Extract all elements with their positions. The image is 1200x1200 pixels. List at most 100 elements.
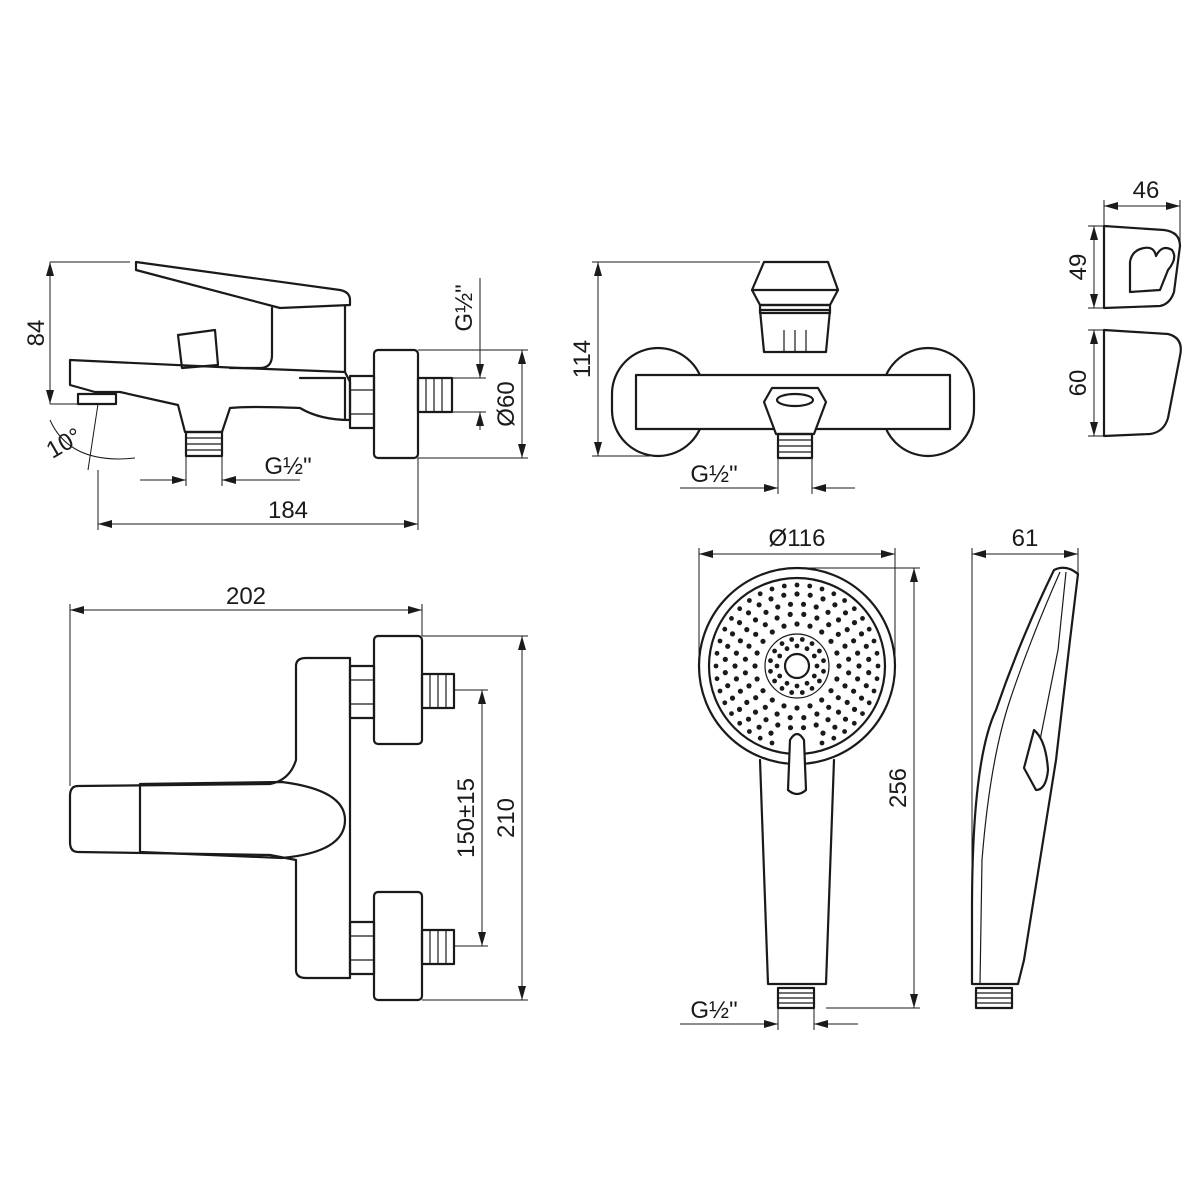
nozzle-dot (794, 591, 800, 597)
side-length-label: 184 (268, 497, 308, 524)
nozzle-dot (819, 629, 825, 635)
nozzle-dot (866, 670, 872, 676)
mixer-side-view (46, 260, 528, 530)
nozzle-dot (799, 637, 805, 642)
nozzle-dot (835, 617, 842, 623)
front-thread-label: G½" (690, 461, 737, 488)
nozzle-dot (762, 704, 768, 710)
nozzle-dot (742, 656, 749, 662)
nozzle-dot (775, 604, 781, 610)
nozzle-dot (819, 697, 825, 703)
nozzle-dot (866, 656, 872, 663)
nozzle-dot (855, 676, 861, 682)
nozzle-dot (855, 650, 861, 656)
nozzle-dot (752, 663, 758, 669)
nozzle-dot (736, 706, 743, 713)
nozzle-dot (722, 626, 728, 632)
nozzle-dot (787, 725, 794, 731)
nozzle-dot (842, 643, 848, 649)
nozzle-dot (722, 656, 728, 663)
nozzle-dot (807, 592, 813, 598)
nozzle-dot (807, 623, 813, 629)
holder-side-height-label: 60 (1065, 370, 1092, 397)
holder-width-label: 46 (1133, 177, 1160, 204)
nozzle-dot (860, 616, 865, 621)
nozzle-dot (784, 680, 790, 686)
side-diameter-label: Ø60 (493, 381, 520, 426)
nozzle-dot (787, 715, 793, 721)
shower-thread-label: G½" (690, 997, 737, 1024)
nozzle-dot (842, 683, 848, 689)
nozzle-dot (856, 663, 862, 669)
nozzle-dot (763, 717, 769, 723)
nozzle-dot (733, 650, 740, 656)
nozzle-dot (832, 724, 838, 730)
nozzle-dot (866, 700, 872, 706)
nozzle-dot (760, 638, 766, 644)
nozzle-dot (787, 601, 794, 607)
nozzle-dot (820, 596, 826, 602)
nozzle-dot (863, 683, 869, 689)
nozzle-dot (828, 638, 834, 644)
nozzle-dot (820, 730, 826, 736)
nozzle-dot (744, 699, 750, 706)
nozzle-dot (814, 711, 820, 717)
nozzle-dot (794, 582, 800, 588)
nozzle-dot (842, 716, 849, 722)
nozzle-dot (768, 596, 774, 602)
nozzle-dot (775, 722, 781, 728)
shower-length-label: 256 (885, 768, 912, 808)
nozzle-dot (817, 678, 822, 684)
nozzle-dot (794, 705, 800, 711)
nozzle-dot (871, 688, 877, 694)
nozzle-dot (752, 709, 759, 715)
nozzle-dot (769, 629, 775, 635)
nozzle-dot (736, 620, 743, 626)
top-spacing-label: 150±15 (453, 778, 480, 858)
nozzle-dot (825, 717, 831, 723)
nozzle-dot (777, 673, 783, 679)
spray-nozzles (713, 582, 881, 746)
nozzle-dot (779, 686, 785, 691)
nozzle-dot (801, 715, 807, 721)
nozzle-dot (875, 663, 881, 669)
nozzle-dot (874, 650, 880, 656)
nozzle-dot (811, 673, 817, 679)
nozzle-dot (747, 598, 752, 603)
nozzle-dot (729, 695, 736, 701)
nozzle-dot (772, 648, 777, 654)
nozzle-dot (733, 676, 740, 682)
nozzle-dot (825, 609, 831, 615)
nozzle-dot (794, 683, 800, 689)
nozzle-dot (717, 688, 723, 694)
side-thread-bottom-label: G½" (264, 453, 311, 480)
nozzle-dot (834, 676, 840, 682)
nozzle-dot (813, 722, 819, 728)
nozzle-dot (851, 606, 857, 612)
nozzle-dot (714, 650, 720, 656)
nozzle-dot (769, 586, 775, 592)
nozzle-dot (774, 615, 780, 621)
nozzle-dot (768, 668, 773, 674)
nozzle-dot (800, 725, 807, 731)
nozzle-dot (800, 601, 807, 607)
nozzle-dot (757, 591, 763, 597)
nozzle-dot (858, 631, 865, 637)
nozzle-dot (863, 643, 869, 649)
nozzle-dot (722, 700, 728, 706)
nozzle-dot (729, 711, 734, 716)
nozzle-dot (835, 709, 842, 715)
nozzle-dot (814, 663, 820, 669)
nozzle-dot (851, 720, 857, 726)
shower-side-depth-label: 61 (1012, 525, 1039, 552)
nozzle-dot (787, 611, 793, 618)
nozzle-dot (851, 620, 858, 626)
nozzle-dot (753, 631, 759, 637)
nozzle-dot (789, 637, 795, 642)
nozzle-dot (729, 631, 736, 637)
nozzle-dot (737, 606, 743, 612)
nozzle-dot (717, 638, 723, 644)
mixer-top-view (68, 604, 528, 1002)
nozzle-dot (844, 627, 850, 633)
